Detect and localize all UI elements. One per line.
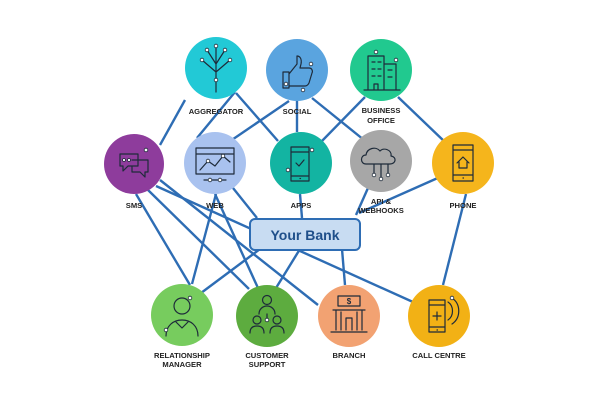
customer-support-label-line1: CUSTOMER (245, 351, 289, 360)
channel-phone: PHONE (432, 132, 494, 210)
connector-line (319, 96, 366, 144)
connector-line (298, 193, 304, 219)
phone-label: PHONE (449, 201, 476, 210)
office-building-icon (363, 49, 401, 91)
phone-circle (432, 132, 494, 194)
sms-circle (104, 134, 164, 194)
connection-lines (134, 91, 468, 306)
tree-network-icon (199, 43, 233, 93)
relationship-manager-label-line2: MANAGER (162, 360, 202, 369)
connector-line (358, 175, 441, 215)
call-centre-label: CALL CENTRE (412, 351, 465, 360)
connector-line (441, 193, 468, 286)
connector-line (354, 187, 370, 216)
thumbs-up-icon (282, 55, 314, 93)
channel-web: WEB (184, 132, 246, 210)
social-circle (266, 39, 328, 101)
connector-line (340, 248, 347, 286)
connector-line (196, 248, 261, 297)
business-office-label-line2: OFFICE (367, 116, 395, 125)
branch-label: BRANCH (333, 351, 366, 360)
dollar-sign-icon: $ (347, 297, 352, 306)
connector-line (235, 92, 279, 142)
channel-apps: APPS (270, 132, 332, 210)
chat-bubbles-icon (119, 147, 149, 178)
relationship-manager-circle (151, 284, 213, 346)
aggregator-label: AGGREGATOR (189, 107, 244, 116)
cloud-api-icon (360, 147, 396, 182)
connector-line (397, 96, 447, 144)
connector-line (134, 193, 192, 286)
channel-relationship-manager: RELATIONSHIP MANAGER (151, 284, 213, 369)
channel-api-webhooks: API & WEBHOOKS (350, 130, 412, 215)
channel-aggregator: AGGREGATOR (185, 37, 247, 116)
mobile-home-icon (452, 144, 474, 182)
bank-building-icon: $ (330, 295, 368, 333)
connector-line (213, 193, 260, 289)
sms-label: SMS (126, 201, 142, 210)
channel-social: SOCIAL (266, 39, 328, 116)
customer-support-label-line2: SUPPORT (249, 360, 286, 369)
channel-customer-support: CUSTOMER SUPPORT (236, 285, 298, 369)
branch-circle (318, 285, 380, 347)
people-group-icon (249, 294, 285, 334)
business-office-circle (350, 39, 412, 101)
channel-call-centre: CALL CENTRE (408, 285, 470, 360)
web-label: WEB (206, 201, 224, 210)
phone-support-icon (428, 295, 460, 333)
connector-line (190, 193, 218, 285)
connector-line (147, 189, 250, 290)
connector-line (222, 100, 290, 147)
api-webhooks-circle (350, 130, 412, 192)
apps-label: APPS (291, 201, 312, 210)
channel-sms: SMS (104, 134, 164, 210)
web-circle (184, 132, 246, 194)
hub-box (249, 218, 361, 251)
connector-line (232, 187, 258, 219)
your-bank-hub: Your Bank (249, 218, 361, 251)
business-office-label-line1: BUSINESS (362, 106, 401, 115)
connector-line (196, 91, 236, 139)
hub-label: Your Bank (271, 227, 340, 243)
relationship-manager-label-line1: RELATIONSHIP (154, 351, 210, 360)
connector-line (311, 97, 365, 141)
connector-line (274, 248, 302, 289)
channel-business-office: BUSINESS OFFICE (350, 39, 412, 125)
api-webhooks-label-line2: WEBHOOKS (358, 206, 404, 215)
browser-chart-icon (195, 147, 235, 183)
smartphone-icon (285, 146, 315, 182)
social-label: SOCIAL (283, 107, 312, 116)
channel-branch: $ BRANCH (318, 285, 380, 360)
person-icon (163, 295, 199, 337)
api-webhooks-label-line1: API & (371, 197, 392, 206)
connector-line (158, 99, 187, 146)
